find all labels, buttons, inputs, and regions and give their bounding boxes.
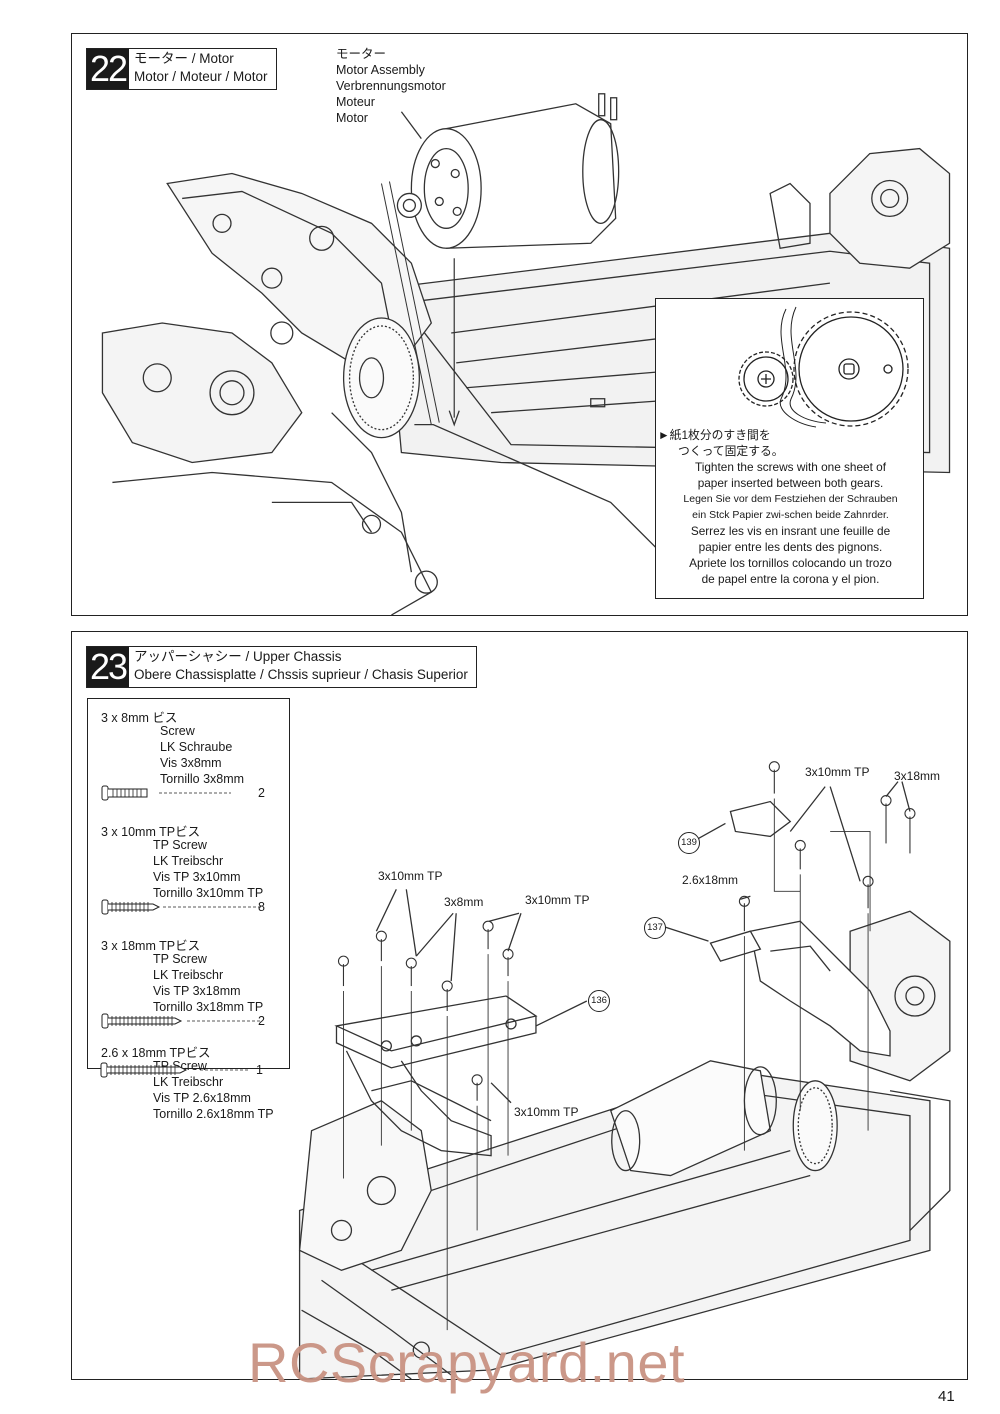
watermark: RCScrapyard.net: [248, 1331, 686, 1394]
step-number: 22: [87, 48, 129, 89]
part-quantity: 2: [258, 1014, 265, 1028]
step-number: 23: [87, 646, 129, 687]
part-quantity: 8: [258, 900, 265, 914]
callout-screw-3x10tp: 3x10mm TP: [805, 765, 870, 779]
part-names: TP Screw LK Treibschr Vis TP 2.6x18mm To…: [153, 1059, 274, 1121]
motor-assembly-label: モーター Motor Assembly Verbrennungsmotor Mo…: [336, 47, 446, 125]
part-names: TP Screw LK Treibschr Vis TP 3x18mm Torn…: [153, 952, 264, 1014]
step-title-jp: モーター / Motor: [134, 51, 234, 66]
motor-installation-illustration: [101, 93, 951, 615]
part-number-139: 139: [678, 832, 700, 854]
step-22-header: 22 モーター / Motor Motor / Moteur / Motor: [86, 48, 277, 90]
step-23-panel: 23 アッパーシャシー / Upper Chassis Obere Chassi…: [71, 631, 968, 1380]
step-title-jp: アッパーシャシー / Upper Chassis: [134, 649, 342, 664]
part-size: 3 x 10mm TPビス: [101, 825, 201, 839]
part-names: Screw LK Schraube Vis 3x8mm Tornillo 3x8…: [160, 724, 245, 786]
upper-chassis-illustration: [298, 761, 951, 1379]
part-number-136: 136: [588, 990, 610, 1012]
screw-2-6x18-tp-icon: [100, 1062, 250, 1078]
part-size: 2.6 x 18mm TPビス: [101, 1046, 211, 1060]
callout-screw-3x10tp: 3x10mm TP: [378, 869, 443, 883]
part-names: TP Screw LK Treibschr Vis TP 3x10mm Torn…: [153, 838, 264, 900]
callout-screw-2-6x18tp: 2.6x18mm: [682, 873, 739, 887]
callout-screw-3x8: 3x8mm: [444, 895, 484, 909]
part-quantity: 1: [256, 1063, 263, 1077]
gear-mesh-detail-illustration: [738, 306, 909, 428]
gear-mesh-detail-box: ►紙1枚分のすき間を つくって固定する。 Tighten the screws …: [655, 298, 924, 599]
callout-screw-3x18tp: 3x18mm: [894, 769, 941, 783]
part-size: 3 x 18mm TPビス: [101, 939, 201, 953]
step-title-multilang: Obere Chassisplatte / Chssis suprieur / …: [134, 667, 468, 682]
part-size: 3 x 8mm ビス: [101, 711, 178, 725]
gear-mesh-instruction: ►紙1枚分のすき間を つくって固定する。 Tighten the screws …: [658, 428, 898, 586]
callout-screw-3x10tp: 3x10mm TP: [514, 1105, 579, 1119]
part-quantity: 2: [258, 786, 265, 800]
screw-3x10-tp-icon: [101, 899, 261, 915]
callout-screw-3x10tp: 3x10mm TP: [525, 893, 590, 907]
screw-3x8-icon: [101, 785, 231, 801]
step-22-panel: 22 モーター / Motor Motor / Moteur / Motor モ…: [71, 33, 968, 616]
step-23-header: 23 アッパーシャシー / Upper Chassis Obere Chassi…: [86, 646, 477, 688]
parts-list: 3 x 8mm ビス Screw LK Schraube Vis 3x8mm T…: [87, 698, 290, 1121]
part-number-137: 137: [644, 917, 666, 939]
page-number: 41: [938, 1388, 955, 1405]
step-title-multilang: Motor / Moteur / Motor: [134, 69, 268, 84]
screw-3x18-tp-icon: [101, 1013, 261, 1029]
